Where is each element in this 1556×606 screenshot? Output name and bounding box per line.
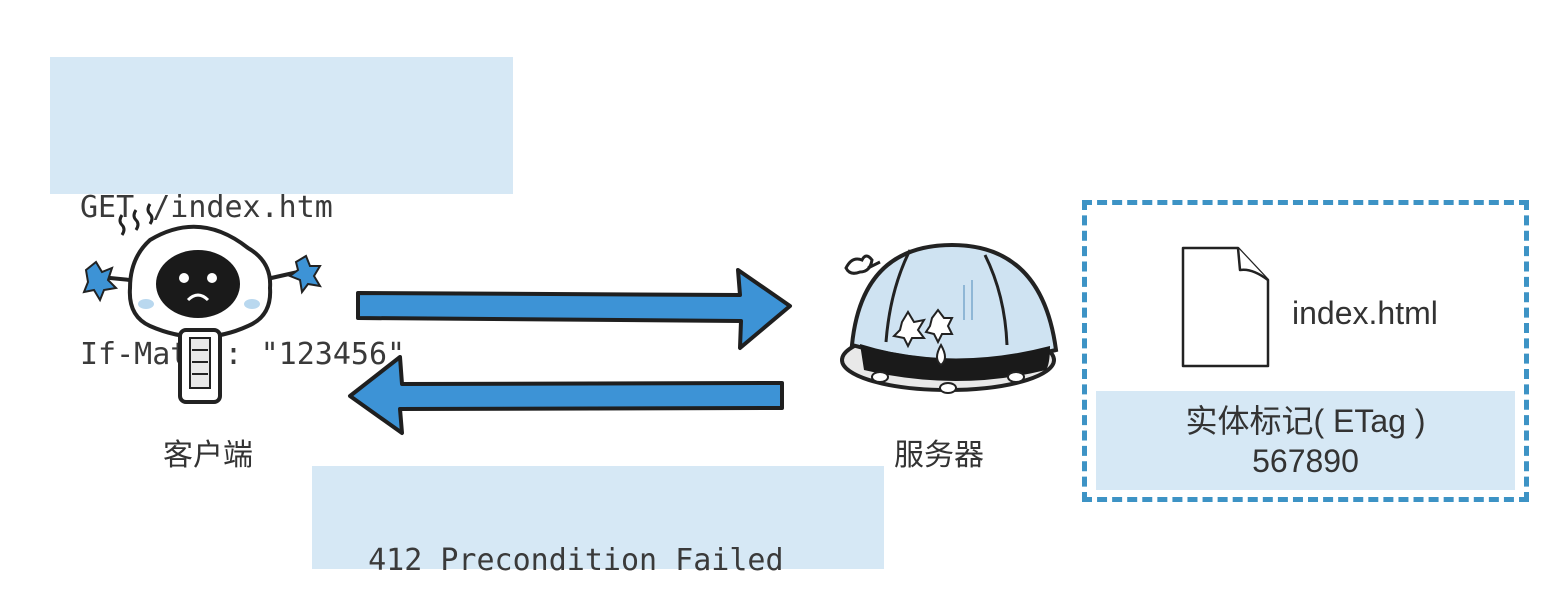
response-arrow [348, 355, 784, 435]
response-status-text: 412 Precondition Failed [368, 543, 784, 578]
server-label: 服务器 [894, 438, 984, 473]
server-resource-box [1082, 200, 1529, 502]
file-icon [1181, 246, 1270, 368]
file-name-label: index.html [1292, 295, 1438, 331]
request-line-1: GET /index.htm [80, 190, 333, 225]
etag-title: 实体标记( ETag ) [1185, 403, 1426, 439]
request-arrow [356, 268, 792, 350]
etag-box: 实体标记( ETag ) 567890 [1096, 391, 1515, 490]
client-robot-icon [82, 203, 322, 404]
client-label: 客户端 [163, 438, 253, 473]
etag-value: 567890 [1252, 443, 1359, 479]
response-status-box: 412 Precondition Failed [312, 466, 884, 578]
server-dome-icon [840, 242, 1059, 394]
